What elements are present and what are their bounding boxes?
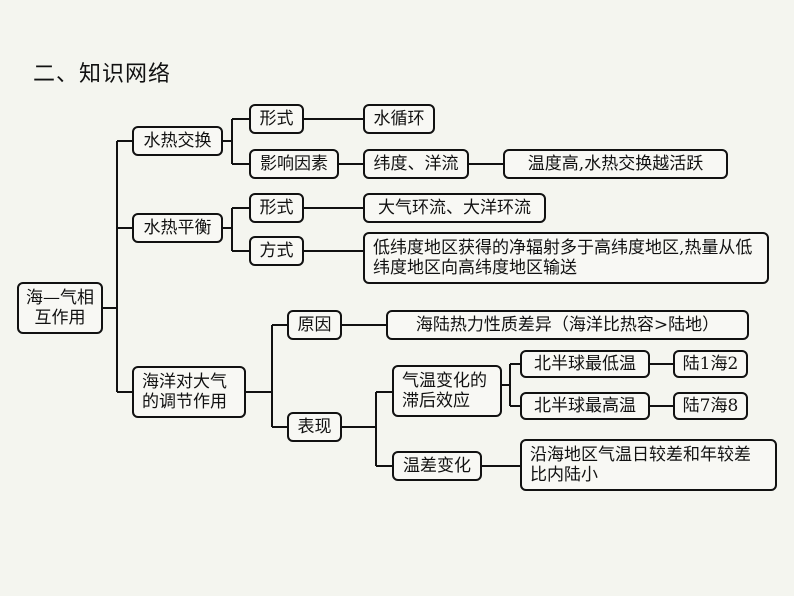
node-factors: 影响因素 [249,149,339,179]
node-max-temp: 北半球最高温 [520,392,650,420]
node-circulation: 大气环流、大洋环流 [363,193,546,223]
root-node: 海—气相互作用 [17,282,103,334]
node-heat-balance: 水热平衡 [132,213,223,243]
node-heat-exchange: 水热交换 [132,126,223,156]
page-title: 二、知识网络 [33,62,172,87]
node-heat-exchange-form: 形式 [249,104,304,134]
node-method: 方式 [249,236,304,266]
node-cause: 原因 [287,310,342,340]
node-method-value: 低纬度地区获得的净辐射多于高纬度地区,热量从低纬度地区向高纬度地区输送 [363,232,769,284]
node-lag-effect: 气温变化的滞后效应 [392,365,502,417]
node-min-temp: 北半球最低温 [520,350,650,378]
node-factor-result: 温度高,水热交换越活跃 [503,149,728,179]
node-max-temp-value: 陆7海8 [673,392,748,420]
node-range-change: 温差变化 [392,451,482,481]
node-min-temp-value: 陆1海2 [673,350,748,378]
node-latitude-currents: 纬度、洋流 [363,149,469,179]
node-water-cycle: 水循环 [363,104,435,134]
node-manifest: 表现 [287,412,342,442]
node-range-value: 沿海地区气温日较差和年较差比内陆小 [520,439,777,491]
node-cause-value: 海陆热力性质差异（海洋比热容>陆地） [386,310,749,340]
node-heat-balance-form: 形式 [249,193,304,223]
node-regulation: 海洋对大气的调节作用 [132,366,246,418]
